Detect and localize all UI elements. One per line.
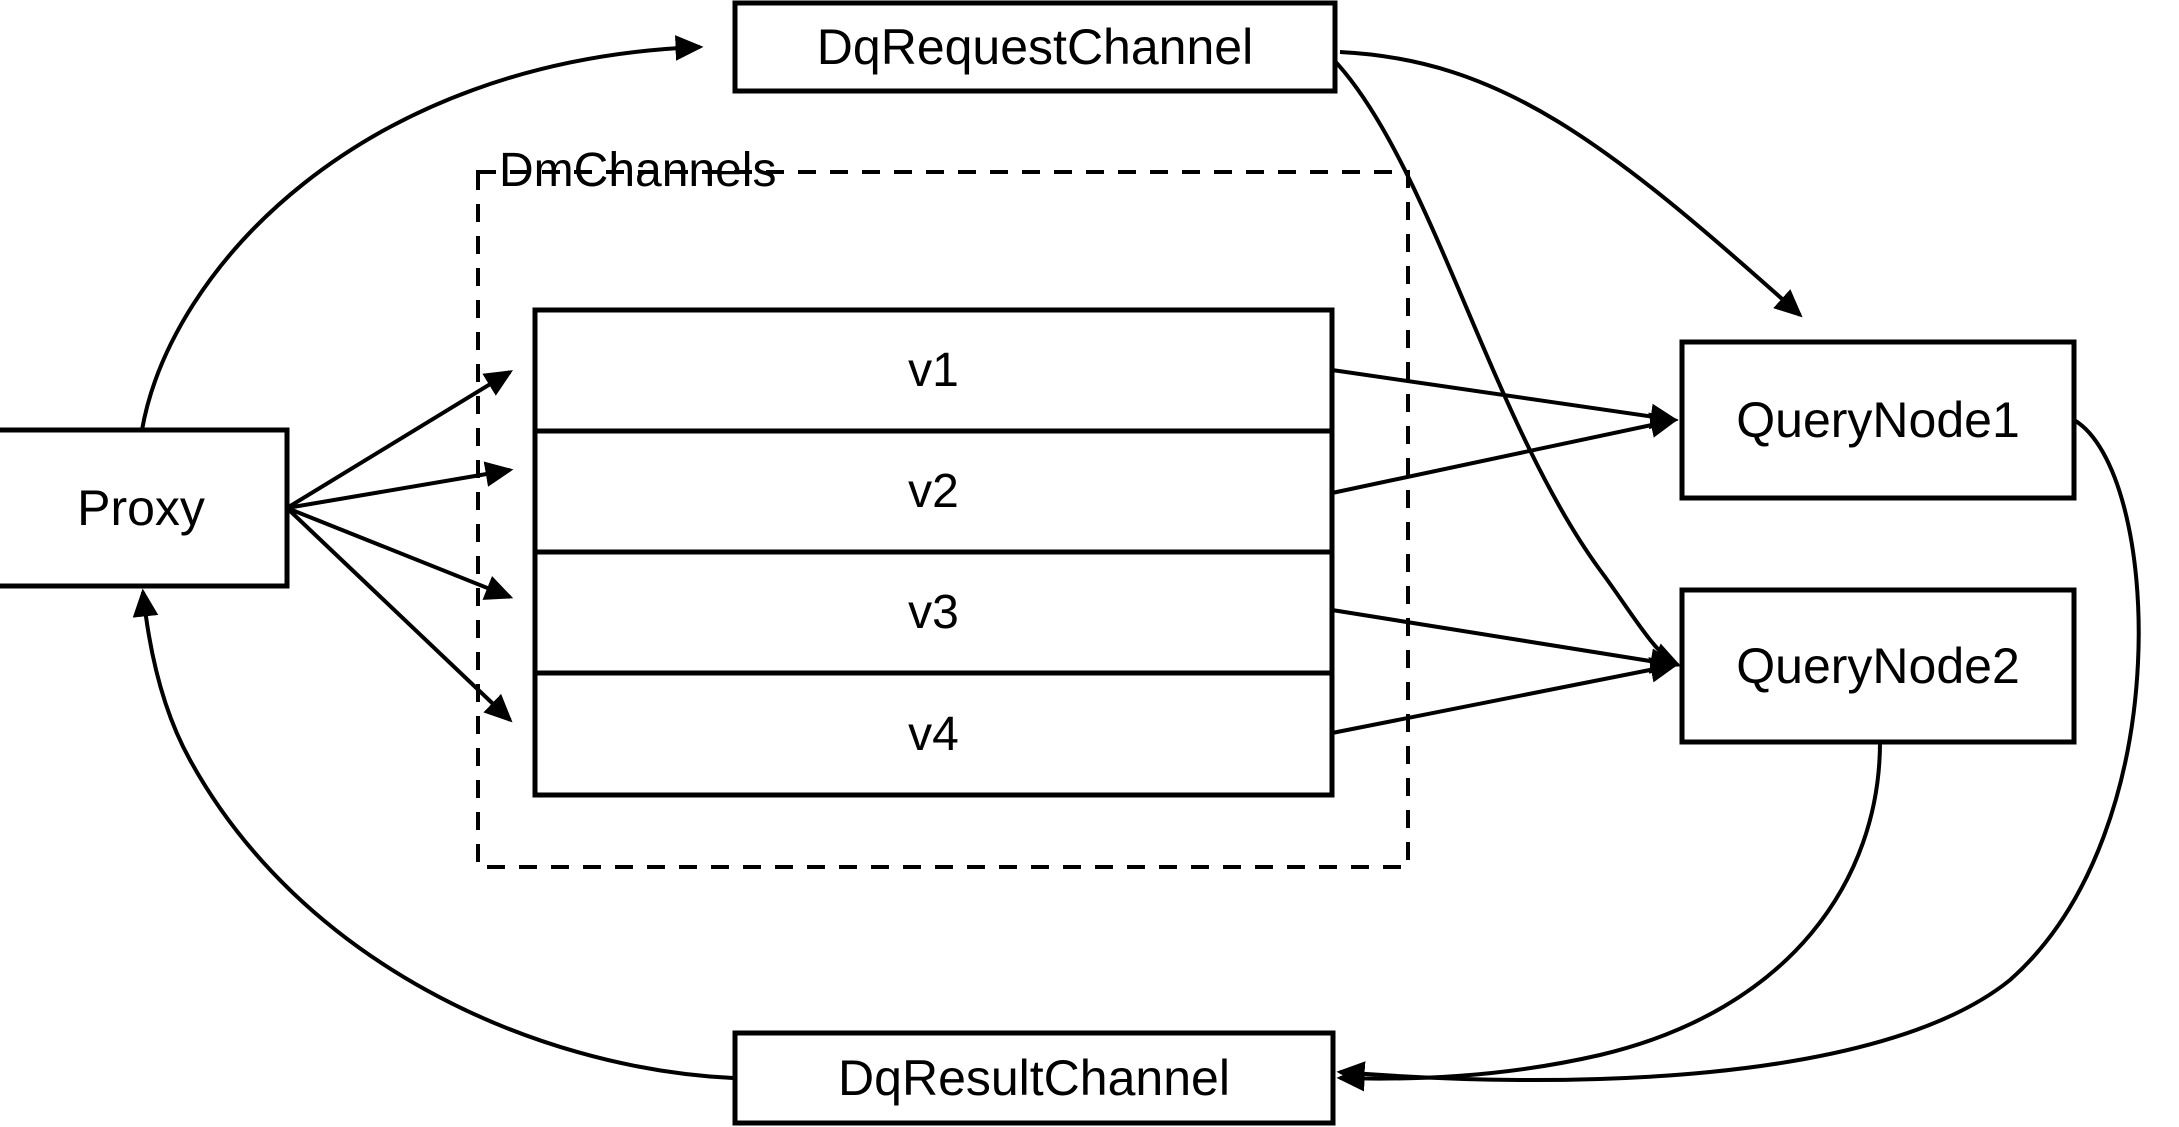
edge-proxy-to-v1 xyxy=(285,370,513,510)
edge-querynode2-to-dqresultchannel xyxy=(1336,741,1882,1092)
dq-result-channel-box[interactable] xyxy=(732,1030,1336,1126)
edge-v3-to-querynode2 xyxy=(1331,608,1679,674)
dm-channels-group-label: DmChannels xyxy=(499,144,777,197)
edge-querynode1-to-dqresultchannel xyxy=(1336,418,2141,1087)
dq-request-channel-box[interactable] xyxy=(732,0,1338,94)
query-node-2-box[interactable] xyxy=(1679,587,2077,745)
edge-proxy-to-v3 xyxy=(286,506,514,600)
edge-proxy-to-dqrequestchannel xyxy=(140,35,704,431)
edge-proxy-to-v4 xyxy=(285,506,513,723)
edge-v2-to-querynode1 xyxy=(1331,412,1679,495)
dm-channels-group-border xyxy=(476,170,1410,869)
query-node-1-box[interactable] xyxy=(1679,339,2077,501)
edge-v1-to-querynode1 xyxy=(1331,368,1679,430)
proxy-box[interactable] xyxy=(0,427,290,589)
edge-v4-to-querynode2 xyxy=(1331,657,1679,735)
edge-proxy-to-v2 xyxy=(286,461,514,510)
edge-dqrequestchannel-to-querynode1 xyxy=(1339,50,1803,318)
edge-dqresultchannel-to-proxy xyxy=(132,588,734,1080)
edge-dqrequestchannel-to-querynode2 xyxy=(1330,56,1682,667)
